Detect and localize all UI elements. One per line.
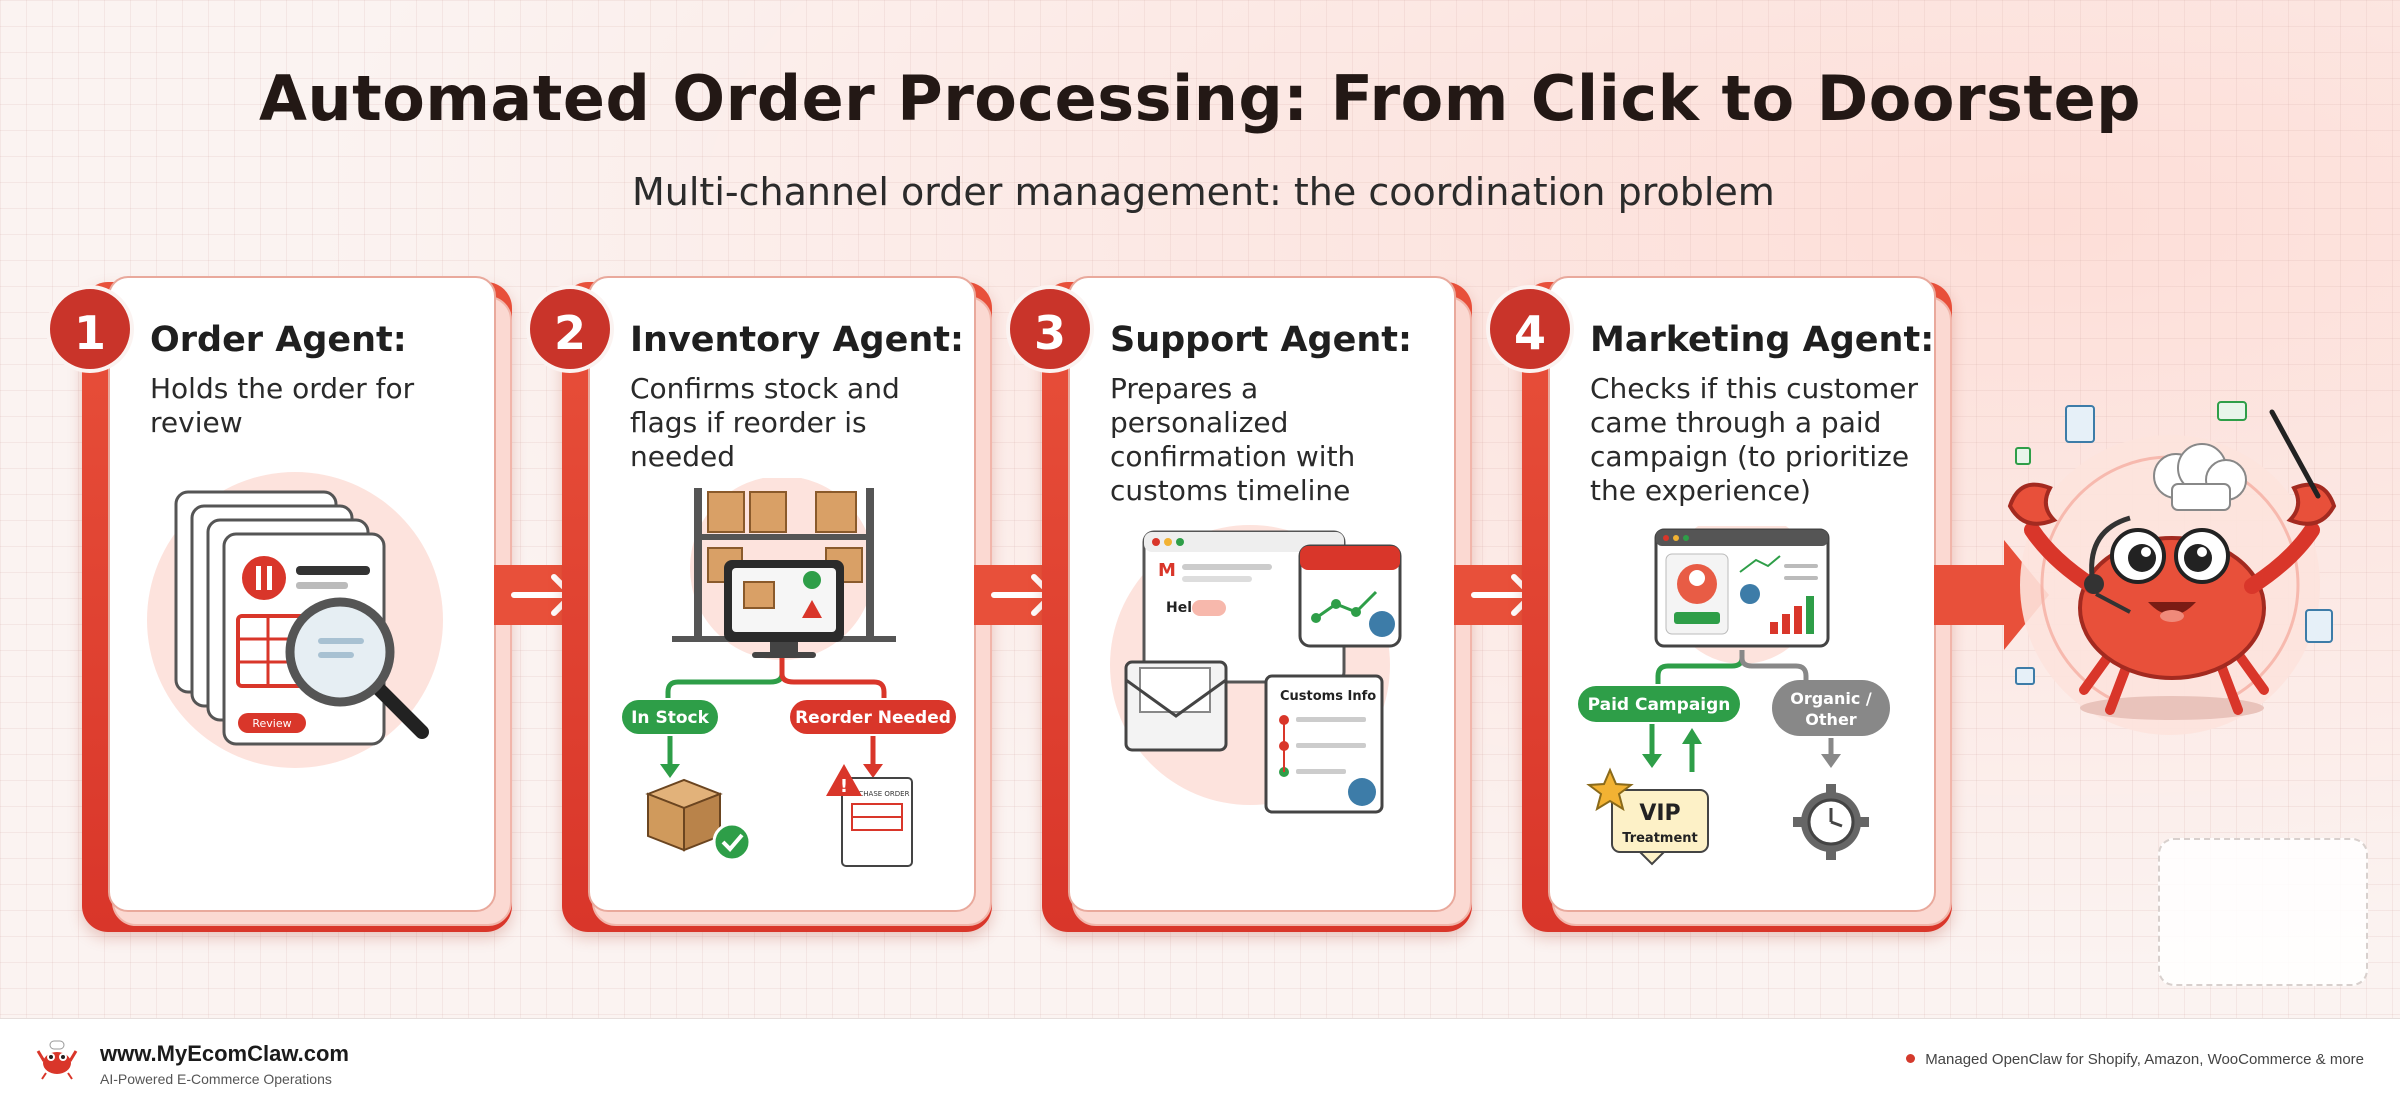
svg-text:!: ! <box>840 776 848 797</box>
pause-icon <box>242 556 286 600</box>
step-description: Prepares a personalized confirmation wit… <box>1110 372 1356 507</box>
inventory-illustration: In Stock Reorder Needed PURCHASE ORDER ! <box>622 478 956 867</box>
support-illustration: M Hel Customs Info <box>1110 525 1402 814</box>
dashboard-icon <box>1654 528 1830 648</box>
step-title: Marketing Agent: <box>1590 320 1935 360</box>
step-title: Support Agent: <box>1110 320 1412 360</box>
chef-hat-icon <box>2153 443 2247 511</box>
step-number: 1 <box>46 285 134 373</box>
purchase-order-icon: PURCHASE ORDER ! <box>826 764 913 867</box>
footer-tagline: AI-Powered E-Commerce Operations <box>100 1071 332 1087</box>
customs-document-icon: Customs Info <box>1264 674 1384 814</box>
crab-logo-icon <box>36 1040 78 1080</box>
step-title: Inventory Agent: <box>630 320 964 360</box>
paid-campaign-label: Paid Campaign <box>1588 695 1731 715</box>
marketing-illustration: Paid Campaign Organic / Other VIP Treatm… <box>1578 526 1890 866</box>
footer-right-text: Managed OpenClaw for Shopify, Amazon, Wo… <box>1906 1051 2364 1068</box>
step-description: Confirms stock and flags if reorder is n… <box>630 372 900 473</box>
footer-right-label: Managed OpenClaw for Shopify, Amazon, Wo… <box>1925 1051 2364 1068</box>
monitor-icon <box>724 560 844 658</box>
organic-label-line1: Organic / <box>1790 689 1872 708</box>
flow-arrow-4 <box>1934 540 2049 650</box>
gear-timer-icon <box>1793 784 1869 860</box>
organic-label-line2: Other <box>1805 710 1856 729</box>
step-number: 2 <box>526 285 614 373</box>
step-title: Order Agent: <box>150 320 407 360</box>
envelope-icon <box>1124 660 1228 752</box>
purchase-order-label: PURCHASE ORDER <box>845 790 910 798</box>
footer-url-link[interactable]: www.MyEcomClaw.com <box>100 1041 349 1066</box>
in-stock-label: In Stock <box>631 708 709 728</box>
vip-badge-icon: VIP Treatment <box>1586 767 1709 866</box>
red-dot-icon <box>1906 1054 1916 1063</box>
magnifier-icon <box>285 597 429 739</box>
svg-text:M: M <box>1158 560 1176 581</box>
customs-label: Customs Info <box>1280 689 1376 704</box>
page-title: Automated Order Processing: From Click t… <box>258 62 2142 135</box>
box-check-icon <box>645 778 752 862</box>
reorder-label: Reorder Needed <box>795 708 951 728</box>
empty-placeholder-box <box>2158 838 2368 986</box>
page-subtitle: Multi-channel order management: the coor… <box>632 170 1775 214</box>
step-number: 4 <box>1486 285 1574 373</box>
email-window-icon: M Hel <box>1142 530 1346 684</box>
greeting-label: Hel <box>1166 600 1192 616</box>
vip-sub-label: Treatment <box>1622 831 1698 846</box>
step-description: Checks if this customer came through a p… <box>1590 372 1919 507</box>
floating-document-icon <box>2015 401 2333 685</box>
order-review-illustration: Review <box>147 472 443 768</box>
step-number: 3 <box>1006 285 1094 373</box>
vip-label: VIP <box>1639 801 1680 826</box>
step-description: Holds the order for review <box>150 372 415 439</box>
review-label: Review <box>252 717 291 730</box>
calendar-icon <box>1298 544 1402 648</box>
footer: www.MyEcomClaw.com AI-Powered E-Commerce… <box>0 1018 2400 1098</box>
crab-mascot-illustration <box>2007 401 2337 735</box>
